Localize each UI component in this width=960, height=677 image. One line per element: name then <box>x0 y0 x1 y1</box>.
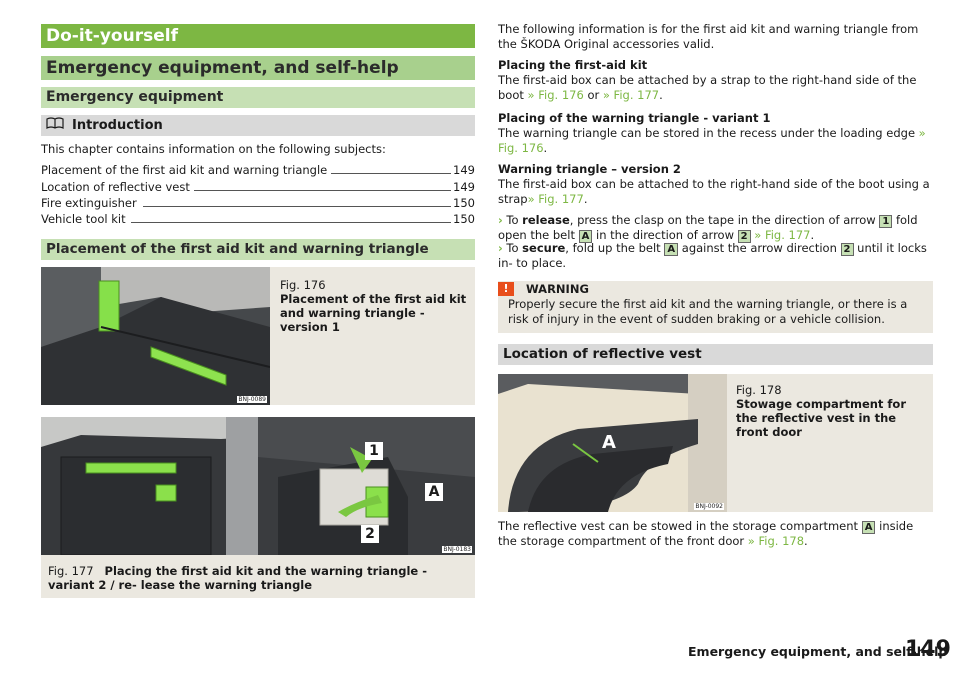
page-number: 149 <box>905 637 951 662</box>
fig-177-link[interactable]: » Fig. 177 <box>602 88 660 102</box>
text: until it locks in- to place. <box>498 241 927 270</box>
marker-A: A <box>425 483 443 501</box>
text: The first-aid box can be attached by a s… <box>498 73 917 102</box>
text: or <box>587 88 600 102</box>
toc-item[interactable]: Placement of the first aid kit and warni… <box>41 162 475 179</box>
text: The warning triangle can be stored in th… <box>498 126 916 140</box>
figure-177: 1 A 2 BNJ-0183 Fig. 177 Placing the firs… <box>41 417 475 598</box>
placing-kit-text: The first-aid box can be attached by a s… <box>498 73 917 102</box>
variant1-text: The warning triangle can be stored in th… <box>498 126 926 155</box>
text: The reflective vest can be stowed in the… <box>498 519 859 533</box>
text: in the direction of arrow <box>596 228 734 242</box>
figure-caption: Stowage compartment for the reflective v… <box>736 397 907 439</box>
toc-page: 149 <box>453 180 475 194</box>
warning-box: ! WARNING Properly secure the first aid … <box>498 281 933 333</box>
fig-177-link[interactable]: » Fig. 177 <box>754 228 811 242</box>
section-vest-heading: Location of reflective vest <box>498 344 933 365</box>
warning-title: WARNING <box>526 282 589 296</box>
book-icon <box>46 115 64 136</box>
figure-number: Fig. 176 <box>280 278 326 292</box>
figure-code: BNJ-0089 <box>237 396 267 403</box>
marker-1: 1 <box>365 442 383 460</box>
variant2-text: The first-aid box can be attached to the… <box>498 177 930 206</box>
fig-176-link[interactable]: » Fig. 176 <box>527 88 584 102</box>
figure-178-image: A BNJ-0092 <box>498 374 727 512</box>
text: To <box>506 241 519 255</box>
figure-code: BNJ-0183 <box>442 546 472 553</box>
key-1: 1 <box>879 215 893 228</box>
figure-caption: Placement of the first aid kit and warni… <box>280 292 467 334</box>
chapter-heading: Do-it-yourself <box>41 24 475 48</box>
warning-icon: ! <box>498 282 514 296</box>
fig-178-link[interactable]: » Fig. 178 <box>747 534 805 548</box>
intro-title: Introduction <box>72 118 163 133</box>
text: , fold up the belt <box>565 241 661 255</box>
toc-label: Fire extinguisher <box>41 195 141 212</box>
text: The first-aid box can be attached to the… <box>498 177 930 206</box>
figure-178-caption: Fig. 178 Stowage compartment for the ref… <box>736 383 926 439</box>
figure-177-image-right: 1 A 2 BNJ-0183 <box>258 417 475 555</box>
toc-item[interactable]: Fire extinguisher 150 <box>41 195 475 212</box>
fig-177-link[interactable]: » Fig. 177 <box>527 192 584 206</box>
footer-title: Emergency equipment, and self-help <box>688 644 948 659</box>
fig-176-link[interactable]: » Fig. 176 <box>498 126 926 155</box>
step-secure: › To secure, fold up the belt A against … <box>498 241 933 271</box>
figure-177-caption: Fig. 177 Placing the first aid kit and t… <box>48 564 468 592</box>
marker-A: A <box>602 432 616 453</box>
section-heading: Emergency equipment, and self-help <box>41 56 475 80</box>
text: against the arrow direction <box>681 241 837 255</box>
step-release: › To release, press the clasp on the tap… <box>498 213 918 243</box>
paragraph-intro: The following information is for the fir… <box>498 22 919 51</box>
bullet-arrow-icon: › <box>498 241 503 255</box>
figure-178: A BNJ-0092 Fig. 178 Stowage compartment … <box>498 374 933 512</box>
figure-176-caption: Fig. 176 Placement of the first aid kit … <box>280 278 470 334</box>
toc-page: 149 <box>453 163 475 177</box>
variant2-title: Warning triangle – version 2 <box>498 162 681 176</box>
intro-text: This chapter contains information on the… <box>41 142 386 156</box>
toc-page: 150 <box>453 212 475 226</box>
variant1-title: Placing of the warning triangle - varian… <box>498 111 771 125</box>
figure-176-image: BNJ-0089 <box>41 267 270 405</box>
toc-label: Location of reflective vest <box>41 179 194 196</box>
figure-number: Fig. 177 <box>48 564 94 578</box>
figure-caption: Placing the first aid kit and the warnin… <box>48 564 427 592</box>
key-2: 2 <box>737 230 751 243</box>
text: , press the clasp on the tape in the dir… <box>569 213 876 227</box>
key-A: A <box>861 521 876 534</box>
figure-code: BNJ-0092 <box>694 503 724 510</box>
text: inside the storage compartment of the fr… <box>498 519 914 548</box>
figure-176: BNJ-0089 Fig. 176 Placement of the first… <box>41 267 475 405</box>
text: fold open the belt <box>498 213 918 242</box>
toc-label: Placement of the first aid kit and warni… <box>41 162 332 179</box>
subsection-heading: Emergency equipment <box>41 87 475 108</box>
marker-2: 2 <box>361 525 379 543</box>
toc-item[interactable]: Vehicle tool kit 150 <box>41 211 475 228</box>
text: release <box>522 213 570 227</box>
text: To <box>506 213 519 227</box>
bullet-arrow-icon: › <box>498 213 503 227</box>
figure-number: Fig. 178 <box>736 383 782 397</box>
section-placement-heading: Placement of the first aid kit and warni… <box>41 239 475 260</box>
toc-label: Vehicle tool kit <box>41 211 130 228</box>
vest-text: The reflective vest can be stowed in the… <box>498 519 914 548</box>
key-A: A <box>664 243 679 256</box>
figure-177-image-left <box>41 417 258 555</box>
intro-heading: Introduction <box>41 115 475 136</box>
toc-page: 150 <box>453 196 475 210</box>
key-2: 2 <box>840 243 854 256</box>
toc-item[interactable]: Location of reflective vest 149 <box>41 179 475 196</box>
warning-text: Properly secure the first aid kit and th… <box>508 297 908 326</box>
placing-kit-title: Placing the first-aid kit <box>498 58 648 72</box>
text: secure <box>522 241 566 255</box>
